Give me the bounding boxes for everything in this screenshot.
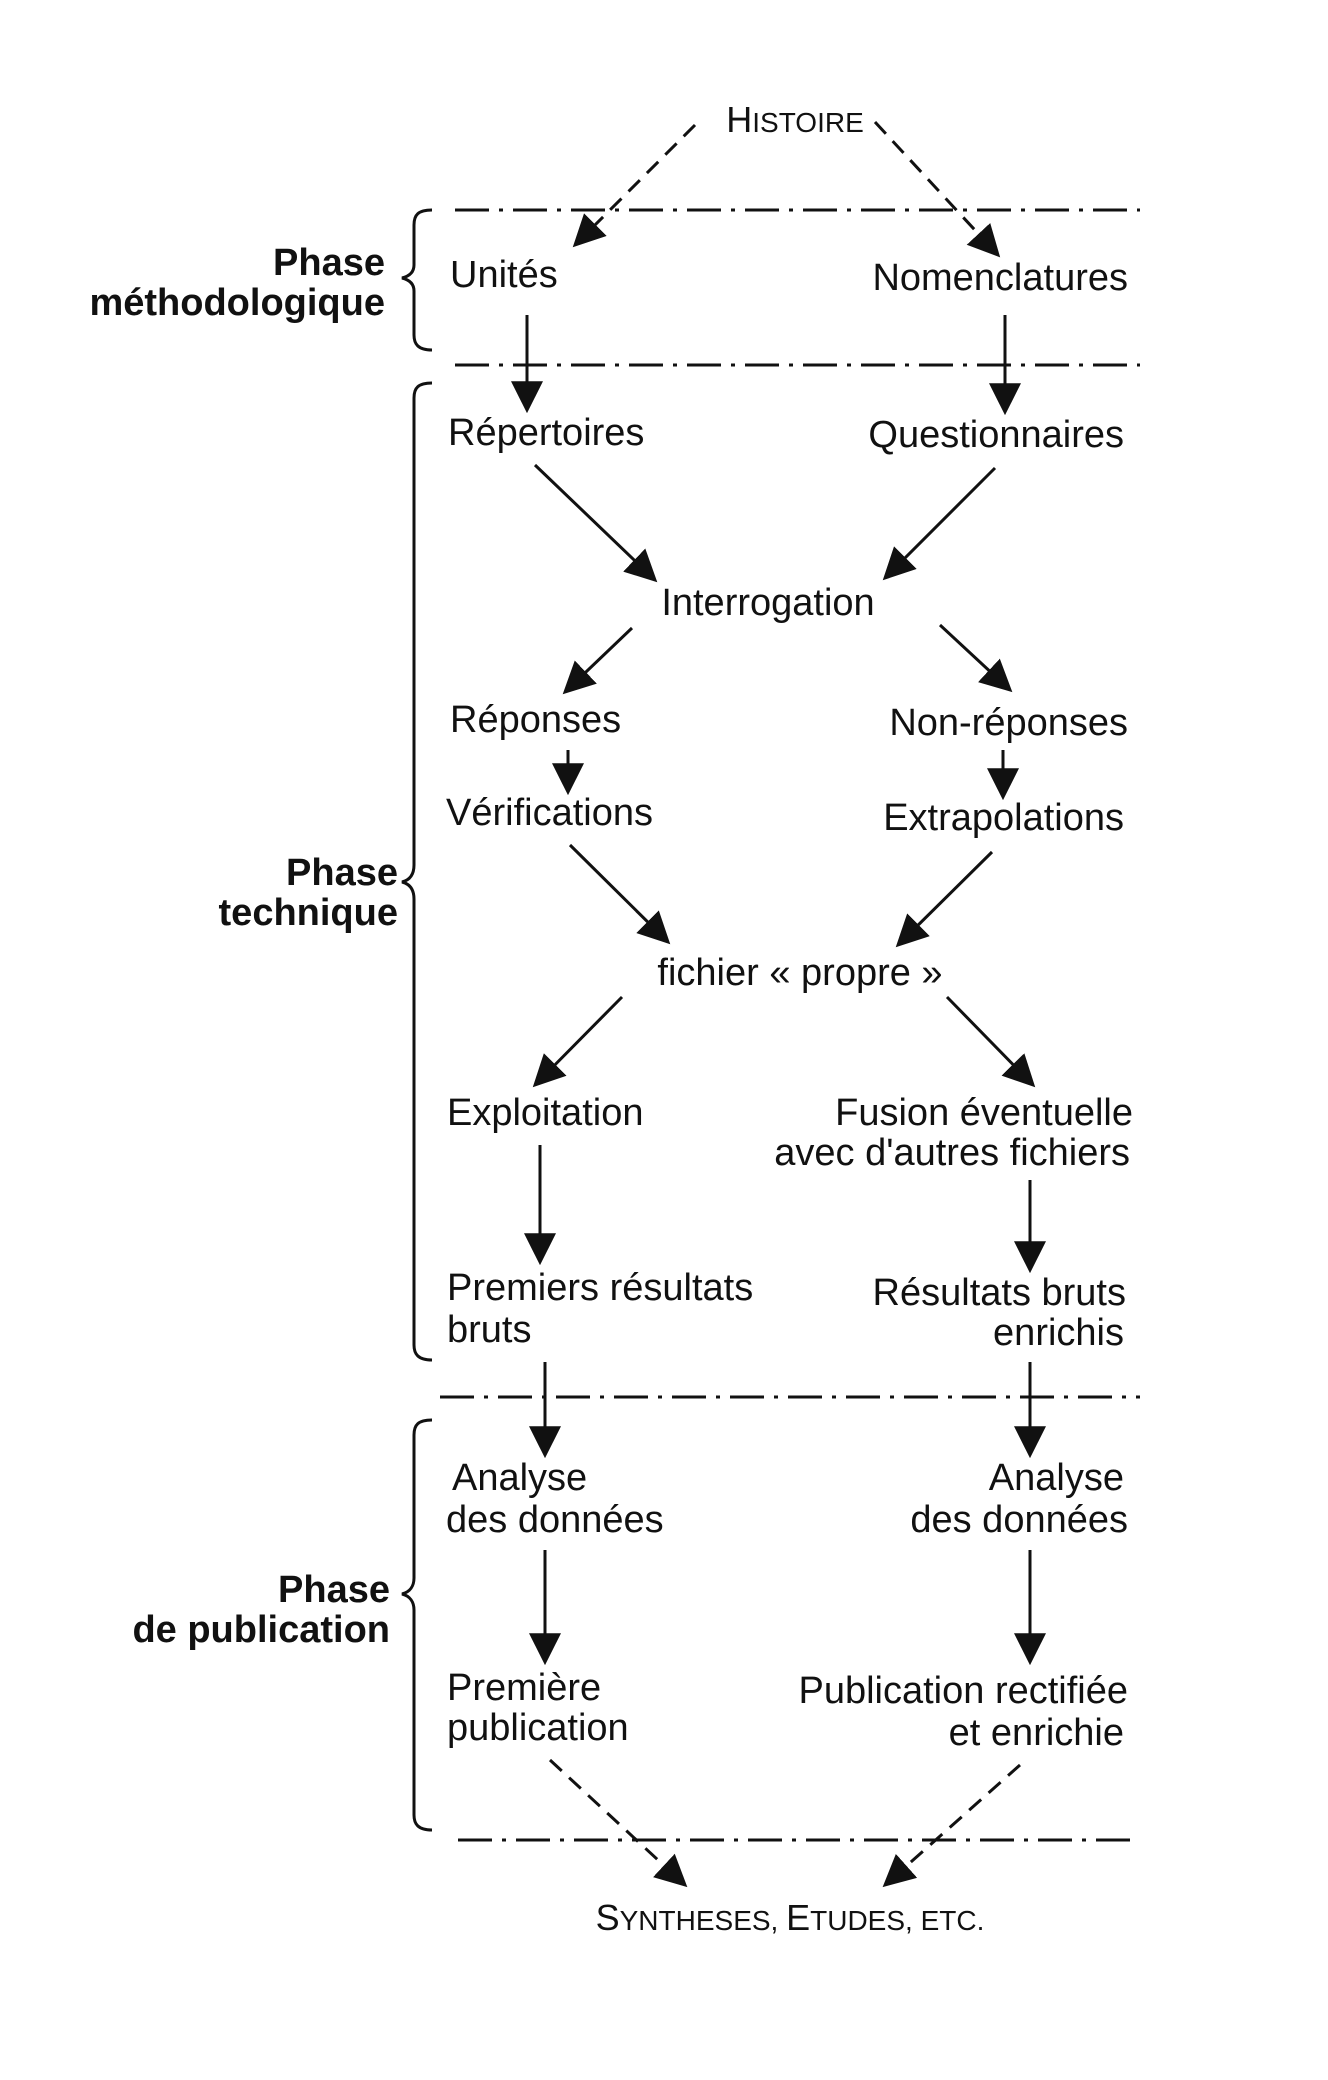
- node-premiere-publication: Première publication: [447, 1667, 629, 1749]
- arrow-interrogation-non-reponses: [938, 623, 1013, 693]
- node-resultats-enrichis: Résultats bruts enrichis: [873, 1272, 1126, 1354]
- arrow-histoire-unites: [572, 123, 697, 248]
- node-histoire: HISTOIRE: [726, 99, 864, 140]
- arrow-verifications-fichier: [568, 843, 671, 945]
- svg-text:Analyse: Analyse: [452, 1457, 587, 1499]
- brace-technique: [401, 381, 433, 1362]
- phase-label-methodologique: Phase méthodologique: [89, 242, 385, 324]
- svg-text:bruts: bruts: [447, 1309, 531, 1351]
- node-questionnaires: Questionnaires: [868, 414, 1124, 456]
- node-non-reponses: Non-réponses: [889, 702, 1128, 744]
- node-syntheses: SYNTHESES, ETUDES, ETC.: [596, 1897, 985, 1938]
- arrow-extrapolations-fichier: [895, 850, 994, 948]
- svg-text:Phase: Phase: [286, 852, 398, 894]
- node-extrapolations: Extrapolations: [883, 797, 1124, 839]
- node-unites: Unités: [450, 254, 558, 296]
- svg-text:Première: Première: [447, 1667, 601, 1709]
- node-nomenclatures: Nomenclatures: [872, 257, 1128, 299]
- arrow-histoire-nomenclatures: [873, 120, 1001, 258]
- svg-text:Analyse: Analyse: [989, 1457, 1124, 1499]
- svg-text:Phase: Phase: [273, 242, 385, 284]
- svg-text:Premiers résultats: Premiers résultats: [447, 1267, 753, 1309]
- node-publication-rectifiee: Publication rectifiée et enrichie: [798, 1670, 1128, 1754]
- svg-text:et enrichie: et enrichie: [949, 1712, 1124, 1754]
- arrow-repertoires-interrogation: [533, 463, 658, 583]
- svg-text:Fusion éventuelle: Fusion éventuelle: [835, 1092, 1133, 1134]
- brace-methodologique: [401, 208, 433, 352]
- node-fusion: Fusion éventuelle avec d'autres fichiers: [774, 1092, 1133, 1174]
- arrow-premiere-syntheses: [548, 1758, 688, 1888]
- arrow-fichier-fusion: [945, 995, 1036, 1088]
- arrow-interrogation-reponses: [562, 626, 634, 695]
- phase-label-technique: Phase technique: [219, 852, 398, 934]
- node-exploitation: Exploitation: [447, 1092, 643, 1134]
- svg-text:de publication: de publication: [132, 1609, 390, 1651]
- svg-text:technique: technique: [219, 892, 398, 934]
- svg-text:des données: des données: [446, 1499, 664, 1541]
- svg-text:méthodologique: méthodologique: [89, 282, 385, 324]
- node-premiers-resultats: Premiers résultats bruts: [447, 1267, 753, 1351]
- phase-label-publication: Phase de publication: [132, 1569, 390, 1651]
- node-interrogation: Interrogation: [661, 582, 874, 624]
- svg-text:publication: publication: [447, 1707, 629, 1749]
- brace-publication: [401, 1418, 433, 1832]
- node-fichier-propre: fichier « propre »: [657, 952, 942, 994]
- svg-text:Résultats bruts: Résultats bruts: [873, 1272, 1126, 1314]
- arrow-questionnaires-interrogation: [882, 466, 997, 581]
- svg-text:Publication rectifiée: Publication rectifiée: [798, 1670, 1128, 1712]
- node-repertoires: Répertoires: [448, 412, 644, 454]
- node-analyse-right: Analyse des données: [910, 1457, 1128, 1541]
- svg-text:enrichis: enrichis: [993, 1312, 1124, 1354]
- svg-text:avec d'autres fichiers: avec d'autres fichiers: [774, 1132, 1130, 1174]
- arrow-fichier-exploitation: [532, 995, 624, 1088]
- svg-text:des données: des données: [910, 1499, 1128, 1541]
- arrow-publication-syntheses: [882, 1763, 1021, 1888]
- node-analyse-left: Analyse des données: [446, 1457, 664, 1541]
- node-reponses: Réponses: [450, 699, 621, 741]
- svg-text:Phase: Phase: [278, 1569, 390, 1611]
- node-verifications: Vérifications: [446, 792, 653, 834]
